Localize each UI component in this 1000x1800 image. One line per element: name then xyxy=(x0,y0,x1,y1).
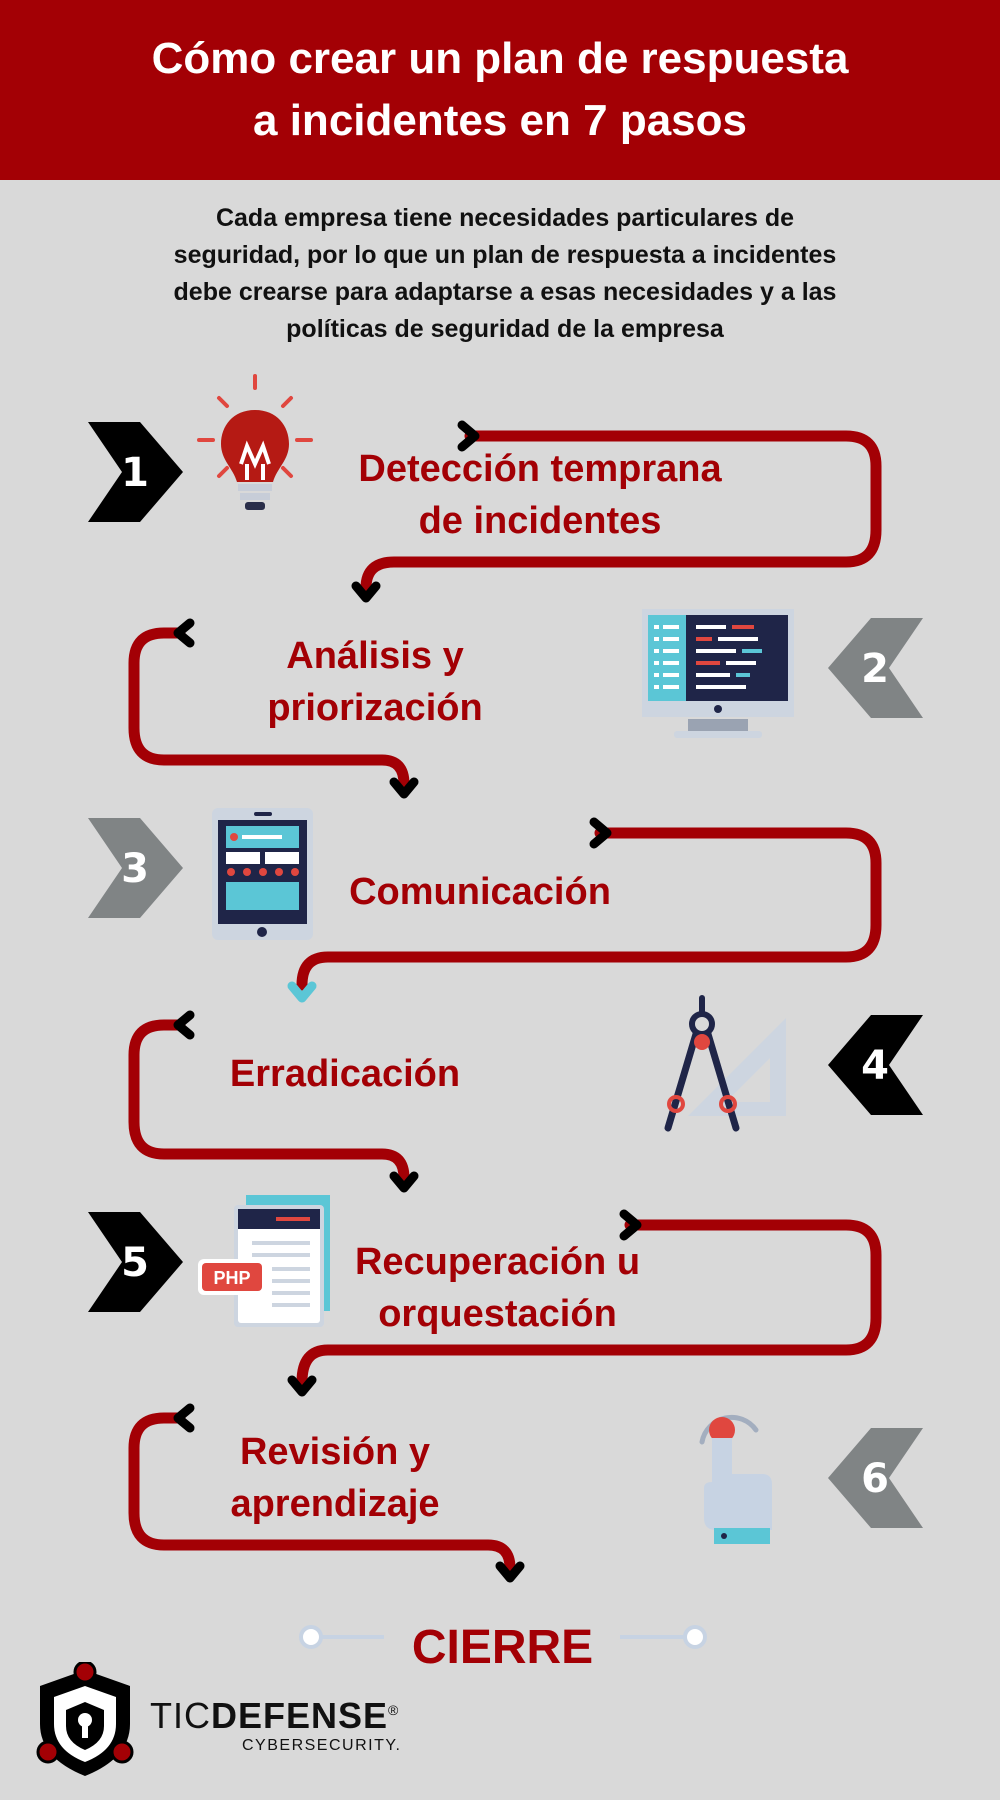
brand-name-part-1: TIC xyxy=(150,1695,211,1736)
step-title-6-line-2: aprendizaje xyxy=(230,1483,440,1525)
page-title-line-1: Cómo crear un plan de respuesta xyxy=(151,34,849,83)
step-number-3: 3 xyxy=(121,846,149,892)
php-document-icon: PHP xyxy=(198,1195,330,1327)
header-banner: Cómo crear un plan de respuesta a incide… xyxy=(0,0,1000,180)
intro-line-2: seguridad, por lo que un plan de respues… xyxy=(173,241,837,269)
arrowhead-down-2 xyxy=(389,777,419,799)
flow-segment-1 xyxy=(360,430,882,594)
step-title-5: Recuperación u orquestación xyxy=(335,1236,660,1340)
flow-segment-4 xyxy=(128,1019,410,1184)
step-title-3: Comunicación xyxy=(330,866,630,918)
step-title-5-line-1: Recuperación u xyxy=(354,1241,641,1283)
step-badge-6: 6 xyxy=(828,1428,923,1528)
step-badge-3: 3 xyxy=(88,818,183,918)
lightbulb-icon xyxy=(197,374,313,510)
svg-text:PHP: PHP xyxy=(213,1268,250,1288)
shield-logo-icon xyxy=(36,1662,134,1776)
intro-text: Cada empresa tiene necesidades particula… xyxy=(100,200,910,348)
step-title-4: Erradicación xyxy=(210,1048,480,1100)
arrowhead-down-6 xyxy=(495,1561,525,1583)
step-badge-4: 4 xyxy=(828,1015,923,1115)
arrowhead-left-2 xyxy=(173,618,195,648)
flow-segment-5 xyxy=(296,1219,882,1388)
arrowhead-right-1 xyxy=(457,420,480,452)
arrowhead-down-4 xyxy=(389,1171,419,1193)
closing-connector xyxy=(299,1625,707,1649)
step-title-1-line-1: Detección temprana xyxy=(358,448,722,490)
step-title-6: Revisión y aprendizaje xyxy=(205,1426,465,1530)
touch-hand-icon xyxy=(699,1414,772,1544)
arrowhead-down-1 xyxy=(351,581,381,603)
tablet-icon xyxy=(212,808,313,940)
step-badge-1: 1 xyxy=(88,422,183,522)
step-title-2: Análisis y priorización xyxy=(235,630,515,734)
closing-label: CIERRE xyxy=(411,1621,594,1674)
step-title-5-line-2: orquestación xyxy=(378,1293,617,1335)
page-title-line-2: a incidentes en 7 pasos xyxy=(253,96,747,145)
step-badge-2: 2 xyxy=(828,618,923,718)
step-badge-5: 5 xyxy=(88,1212,183,1312)
arrowhead-down-5 xyxy=(287,1375,317,1397)
arrowhead-right-5 xyxy=(619,1209,642,1241)
brand-registered-mark: ® xyxy=(388,1702,400,1718)
intro-line-3: debe crearse para adaptarse a esas neces… xyxy=(173,278,837,306)
flow-segment-2 xyxy=(128,627,410,790)
step-title-1-line-2: de incidentes xyxy=(418,500,662,542)
step-number-5: 5 xyxy=(121,1240,149,1286)
intro-line-1: Cada empresa tiene necesidades particula… xyxy=(215,204,795,232)
arrowhead-down-3 xyxy=(287,981,317,1003)
arrowhead-left-4 xyxy=(173,1010,195,1040)
intro-line-4: políticas de seguridad de la empresa xyxy=(286,315,724,343)
step-title-6-line-1: Revisión y xyxy=(239,1431,431,1473)
brand-name: TICDEFENSE® xyxy=(150,1690,401,1736)
step-title-2-line-2: priorización xyxy=(267,687,483,729)
step-title-4-line-1: Erradicación xyxy=(229,1053,461,1095)
step-number-2: 2 xyxy=(861,646,889,692)
brand-name-part-2: DEFENSE xyxy=(211,1695,389,1736)
step-number-4: 4 xyxy=(861,1043,889,1089)
flow-segment-6 xyxy=(128,1412,516,1574)
arrowhead-right-3 xyxy=(589,817,612,849)
flow-segment-3 xyxy=(296,827,882,991)
step-title-2-line-1: Análisis y xyxy=(286,635,464,677)
brand-wordmark: TICDEFENSE® CYBERSECURITY. xyxy=(150,1690,401,1756)
step-title-3-line-1: Comunicación xyxy=(349,871,611,913)
brand-subtitle: CYBERSECURITY. xyxy=(242,1737,402,1754)
step-title-1: Detección temprana de incidentes xyxy=(320,443,760,547)
monitor-code-icon xyxy=(642,609,794,738)
step-number-1: 1 xyxy=(121,450,149,496)
arrowhead-left-6 xyxy=(173,1403,195,1433)
compass-ruler-icon xyxy=(664,995,786,1132)
step-number-6: 6 xyxy=(861,1456,889,1502)
